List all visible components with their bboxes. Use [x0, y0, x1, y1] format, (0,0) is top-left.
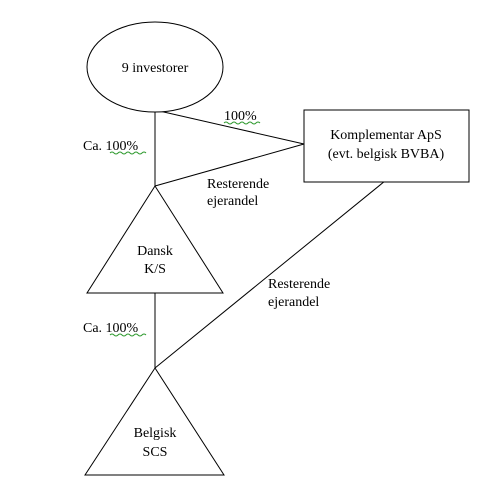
node-komplementar-line1: Komplementar ApS: [330, 128, 442, 143]
node-belgisk-line2: SCS: [143, 445, 168, 460]
edge-label-dansk-to-belgisk: Ca. 100%: [83, 321, 139, 336]
edge-label-komplementar-to-dansk-line1: Resterende: [207, 177, 269, 192]
edge-label-komplementar-to-belgisk-line2: ejerandel: [268, 295, 319, 310]
edge-label-investors-to-dansk: Ca. 100%: [83, 139, 139, 154]
spellcheck-underline-icon: [109, 333, 147, 337]
edge-komplementar-to-belgisk: [154, 180, 386, 369]
node-dansk-line2: K/S: [144, 262, 166, 277]
spellcheck-underline-icon: [223, 121, 261, 125]
edge-label-komplementar-to-dansk-line2: ejerandel: [207, 194, 258, 209]
node-dansk-line1: Dansk: [137, 244, 173, 259]
node-investors: [86, 21, 224, 113]
node-belgisk: [84, 367, 225, 476]
edge-label-investors-to-komplementar: 100%: [224, 109, 257, 124]
node-dansk: [86, 185, 224, 294]
edge-label-komplementar-to-belgisk-line1: Resterende: [268, 277, 330, 292]
spellcheck-underline-icon: [109, 151, 147, 155]
node-komplementar: [303, 109, 470, 183]
node-komplementar-line2: (evt. belgisk BVBA): [328, 147, 445, 162]
node-belgisk-line1: Belgisk: [134, 426, 177, 441]
node-investors-label: 9 investorer: [122, 61, 189, 76]
edge-komplementar-to-dansk: [154, 143, 305, 187]
edge-investors-to-komplementar: [154, 109, 305, 145]
